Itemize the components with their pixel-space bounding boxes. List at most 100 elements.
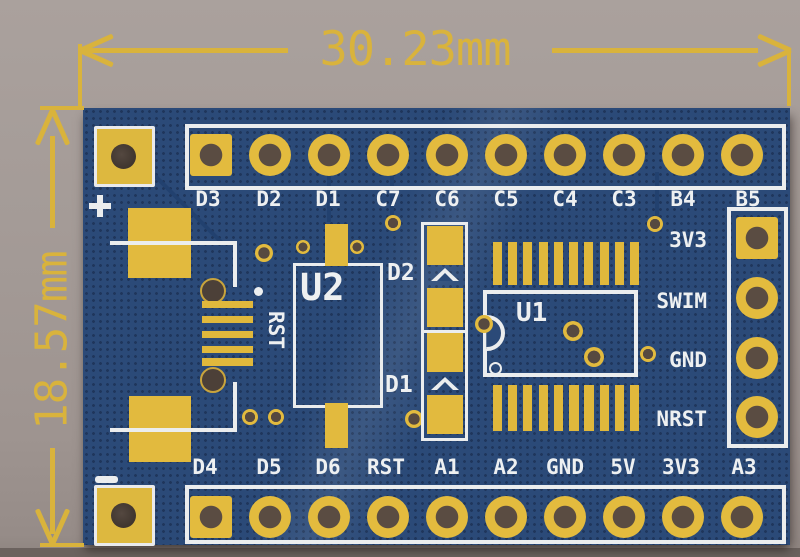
drill-hole xyxy=(111,144,136,169)
pin-pad-c6 xyxy=(426,134,468,176)
pin-label: D4 xyxy=(192,455,218,479)
pin-label: A1 xyxy=(434,455,460,479)
swim-label: NRST xyxy=(656,407,707,431)
diode-pad xyxy=(427,226,463,265)
u1-pin1-dot xyxy=(489,362,502,375)
top-header-outline xyxy=(185,124,786,190)
mounting-hole xyxy=(94,485,155,546)
pin-label: C6 xyxy=(434,187,460,211)
u1-pad xyxy=(615,242,624,285)
usb-pin xyxy=(202,331,253,338)
u1-pad xyxy=(523,385,532,431)
trace xyxy=(327,170,331,222)
d1-outline xyxy=(421,330,468,441)
usb-outline xyxy=(233,241,237,287)
via xyxy=(405,410,423,428)
right-header-outline xyxy=(727,207,788,448)
minus-mark xyxy=(95,476,118,483)
pin-label: B4 xyxy=(670,187,696,211)
via xyxy=(647,216,663,232)
u1-pad xyxy=(600,242,609,285)
pin-pad-a3 xyxy=(721,496,763,538)
usb-locator-hole xyxy=(200,367,226,393)
bottom-header-outline xyxy=(185,485,786,544)
u1-outline xyxy=(483,290,638,377)
mounting-hole xyxy=(94,126,155,187)
u1-pad xyxy=(539,242,548,285)
usb-pin xyxy=(202,346,253,353)
dim-width-line xyxy=(552,48,758,53)
pin-pad-c3 xyxy=(603,134,645,176)
u1-pad xyxy=(508,242,517,285)
pin-pad-b4 xyxy=(662,134,704,176)
pin-pad-c4 xyxy=(544,134,586,176)
usb-outline xyxy=(110,428,237,432)
u1-pad xyxy=(630,385,639,431)
u2-refdes: U2 xyxy=(300,266,345,309)
via xyxy=(255,244,273,262)
via xyxy=(385,215,401,231)
via xyxy=(242,409,258,425)
u1-pad xyxy=(584,385,594,431)
u1-pad xyxy=(615,385,624,431)
pin-label: D5 xyxy=(256,455,282,479)
dim-ext-line xyxy=(787,50,791,106)
usb-pin xyxy=(202,358,253,366)
dim-width-label: 30.23mm xyxy=(319,22,511,77)
swim-pad-swim xyxy=(736,277,778,319)
pin-label: C7 xyxy=(375,187,401,211)
pin-pad-c7 xyxy=(367,134,409,176)
pin-label: D3 xyxy=(195,187,221,211)
pin-label: D6 xyxy=(315,455,341,479)
pin-label: GND xyxy=(546,455,584,479)
u1-pad xyxy=(569,385,579,431)
pin-pad-5v xyxy=(603,496,645,538)
via xyxy=(350,240,364,254)
pin-label: C5 xyxy=(493,187,519,211)
background-floor-shadow xyxy=(0,548,800,557)
pin-pad-d6 xyxy=(308,496,350,538)
pin-label: A3 xyxy=(731,455,757,479)
via xyxy=(296,240,310,254)
usb-pin xyxy=(202,316,253,323)
pin-pad-b5 xyxy=(721,134,763,176)
d2-refdes: D2 xyxy=(387,260,415,286)
pin-label: D1 xyxy=(315,187,341,211)
dim-ext-line xyxy=(78,44,82,108)
pin-label: D2 xyxy=(256,187,282,211)
swim-pad-gnd xyxy=(736,337,778,379)
via xyxy=(268,409,284,425)
pin-label: RST xyxy=(367,455,405,479)
diode-pad xyxy=(427,333,463,372)
pin-pad-d1 xyxy=(308,134,350,176)
trace xyxy=(390,172,394,220)
diode-triangle-inner xyxy=(437,273,453,281)
pin-pad-a2 xyxy=(485,496,527,538)
u1-pad xyxy=(493,385,502,431)
u1-pad xyxy=(508,385,517,431)
u1-pad xyxy=(493,242,502,285)
pin-label: A2 xyxy=(493,455,519,479)
plus-mark-v xyxy=(97,195,103,217)
via xyxy=(475,315,493,333)
dim-ext-tick xyxy=(40,106,84,110)
via xyxy=(640,346,656,362)
u1-pad xyxy=(554,385,563,431)
swim-label: SWIM xyxy=(656,289,707,313)
u1-pad xyxy=(630,242,639,285)
swim-pad-nrst xyxy=(736,396,778,438)
swim-label: 3V3 xyxy=(669,228,707,252)
u1-pad xyxy=(539,385,548,431)
swim-pad-3v3 xyxy=(736,217,778,259)
pin-label: C3 xyxy=(611,187,637,211)
u2-pad xyxy=(325,224,348,266)
dim-height-line xyxy=(50,136,55,228)
pin-label: C4 xyxy=(552,187,578,211)
usb-outline xyxy=(110,241,237,245)
u1-refdes: U1 xyxy=(516,298,548,328)
dim-ext-tick xyxy=(40,543,84,547)
diode-triangle-inner xyxy=(437,382,453,390)
reset-label: RST xyxy=(264,311,288,349)
pin-pad-d5 xyxy=(249,496,291,538)
